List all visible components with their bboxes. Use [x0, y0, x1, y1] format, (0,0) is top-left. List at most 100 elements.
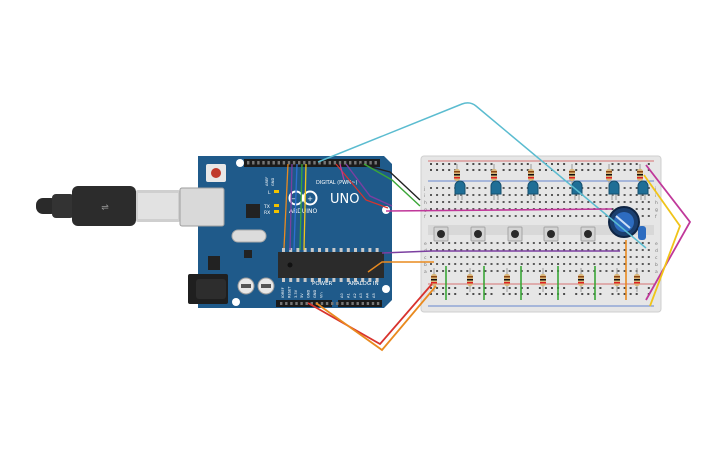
row-letter: a: [655, 270, 658, 275]
header-pin[interactable]: [376, 302, 380, 305]
row-letter: g: [655, 208, 658, 213]
header-pin[interactable]: [282, 161, 286, 165]
header-pin[interactable]: [252, 161, 255, 165]
header-pin[interactable]: [343, 161, 347, 165]
led[interactable]: [637, 180, 649, 195]
led[interactable]: [490, 180, 502, 195]
header-pin[interactable]: [298, 161, 301, 165]
resistors-top: [454, 164, 643, 186]
row-letter: j: [423, 186, 425, 192]
wire-drop-purple[interactable]: [289, 163, 293, 251]
arduino-model-label: UNO: [330, 192, 359, 207]
power-pin-label: GND: [307, 290, 311, 298]
power-pin-label: 3.3V: [294, 289, 298, 298]
analog-pin-label: A5: [372, 293, 376, 298]
led[interactable]: [454, 180, 466, 195]
header-pin[interactable]: [323, 161, 326, 165]
header-pin[interactable]: [331, 302, 334, 305]
wire-cyan[interactable]: [317, 102, 647, 249]
power-label: POWER: [312, 281, 333, 287]
header-pin[interactable]: [295, 302, 298, 305]
usb-socket: [179, 187, 225, 227]
usb-cable[interactable]: ⇌: [36, 186, 180, 226]
header-pin[interactable]: [351, 302, 354, 305]
header-pin[interactable]: [300, 302, 303, 305]
potentiometer[interactable]: [608, 206, 646, 240]
wire-yellow[interactable]: [643, 174, 682, 307]
header-pin[interactable]: [313, 161, 316, 165]
header-pin[interactable]: [359, 161, 362, 165]
power-pin-label: GND: [313, 290, 317, 298]
header-pin[interactable]: [308, 161, 311, 165]
rx-label: RX: [264, 210, 270, 216]
header-pin[interactable]: [354, 161, 357, 165]
header-pin[interactable]: [371, 302, 375, 305]
digital-header: [244, 159, 380, 167]
header-pin[interactable]: [272, 161, 275, 165]
arduino-board[interactable]: − + UNO ARDUINO DIGITAL (PWM~) POWER ANA…: [179, 156, 392, 308]
wire-drop-magenta[interactable]: [339, 163, 345, 181]
wire-green-top[interactable]: [363, 163, 421, 207]
header-pin[interactable]: [303, 161, 306, 165]
header-pin[interactable]: [262, 161, 265, 165]
header-pin[interactable]: [369, 161, 372, 165]
wire-drop-yellow[interactable]: [303, 163, 307, 251]
header-pin[interactable]: [361, 302, 364, 305]
header-pin[interactable]: [292, 161, 296, 165]
wire-red-top[interactable]: [335, 163, 389, 209]
wire-drop-green[interactable]: [299, 163, 303, 251]
header-pin[interactable]: [305, 302, 308, 305]
header-pin[interactable]: [257, 161, 260, 165]
row-letter: e: [655, 242, 658, 247]
wire-red-power[interactable]: [307, 283, 433, 346]
header-pin[interactable]: [310, 302, 313, 305]
wire-drop-blue[interactable]: [293, 163, 298, 251]
wire-magenta[interactable]: [645, 164, 692, 301]
header-pin[interactable]: [366, 302, 370, 305]
header-pin[interactable]: [287, 161, 291, 165]
header-pin[interactable]: [320, 302, 324, 305]
wire-drop-orange[interactable]: [283, 163, 289, 249]
header-pin[interactable]: [328, 161, 331, 165]
header-pin[interactable]: [285, 302, 288, 305]
header-pin[interactable]: [277, 161, 280, 165]
header-pin[interactable]: [336, 302, 339, 305]
power-pin-label: RESET: [287, 286, 291, 298]
row-letter: a: [424, 270, 427, 275]
header-pin[interactable]: [325, 302, 329, 305]
row-letter: e: [424, 242, 427, 247]
row-letter: i: [424, 193, 425, 199]
wire-purple-bb[interactable]: [381, 250, 620, 254]
led[interactable]: [527, 180, 539, 195]
aref-label: AREF: [265, 177, 269, 186]
analog-label: ANALOG IN: [348, 281, 379, 287]
header-pin[interactable]: [374, 161, 377, 165]
header-pin[interactable]: [247, 161, 250, 165]
header-pin[interactable]: [356, 302, 359, 305]
header-pin[interactable]: [341, 302, 344, 305]
header-pin[interactable]: [318, 161, 321, 165]
header-pin[interactable]: [349, 161, 352, 165]
wire-orange-bb[interactable]: [367, 261, 434, 273]
row-letter: h: [655, 200, 658, 206]
row-letter: b: [424, 262, 427, 268]
row-letter: f: [424, 214, 426, 220]
wire-magenta-bb[interactable]: [385, 208, 613, 212]
power-pin-label: 5V: [300, 293, 304, 298]
analog-pin-label: A2: [353, 293, 357, 298]
wire-orange-power[interactable]: [315, 285, 437, 352]
header-pin[interactable]: [280, 302, 283, 305]
header-pin[interactable]: [364, 161, 367, 165]
led[interactable]: [608, 180, 620, 195]
center-channel: [428, 225, 654, 235]
header-pin[interactable]: [290, 302, 293, 305]
wire-purple-top[interactable]: [345, 163, 393, 207]
analog-header: [338, 300, 382, 307]
header-pin[interactable]: [338, 161, 342, 165]
header-pin[interactable]: [333, 161, 337, 165]
header-pin[interactable]: [346, 302, 349, 305]
header-pin[interactable]: [267, 161, 270, 165]
